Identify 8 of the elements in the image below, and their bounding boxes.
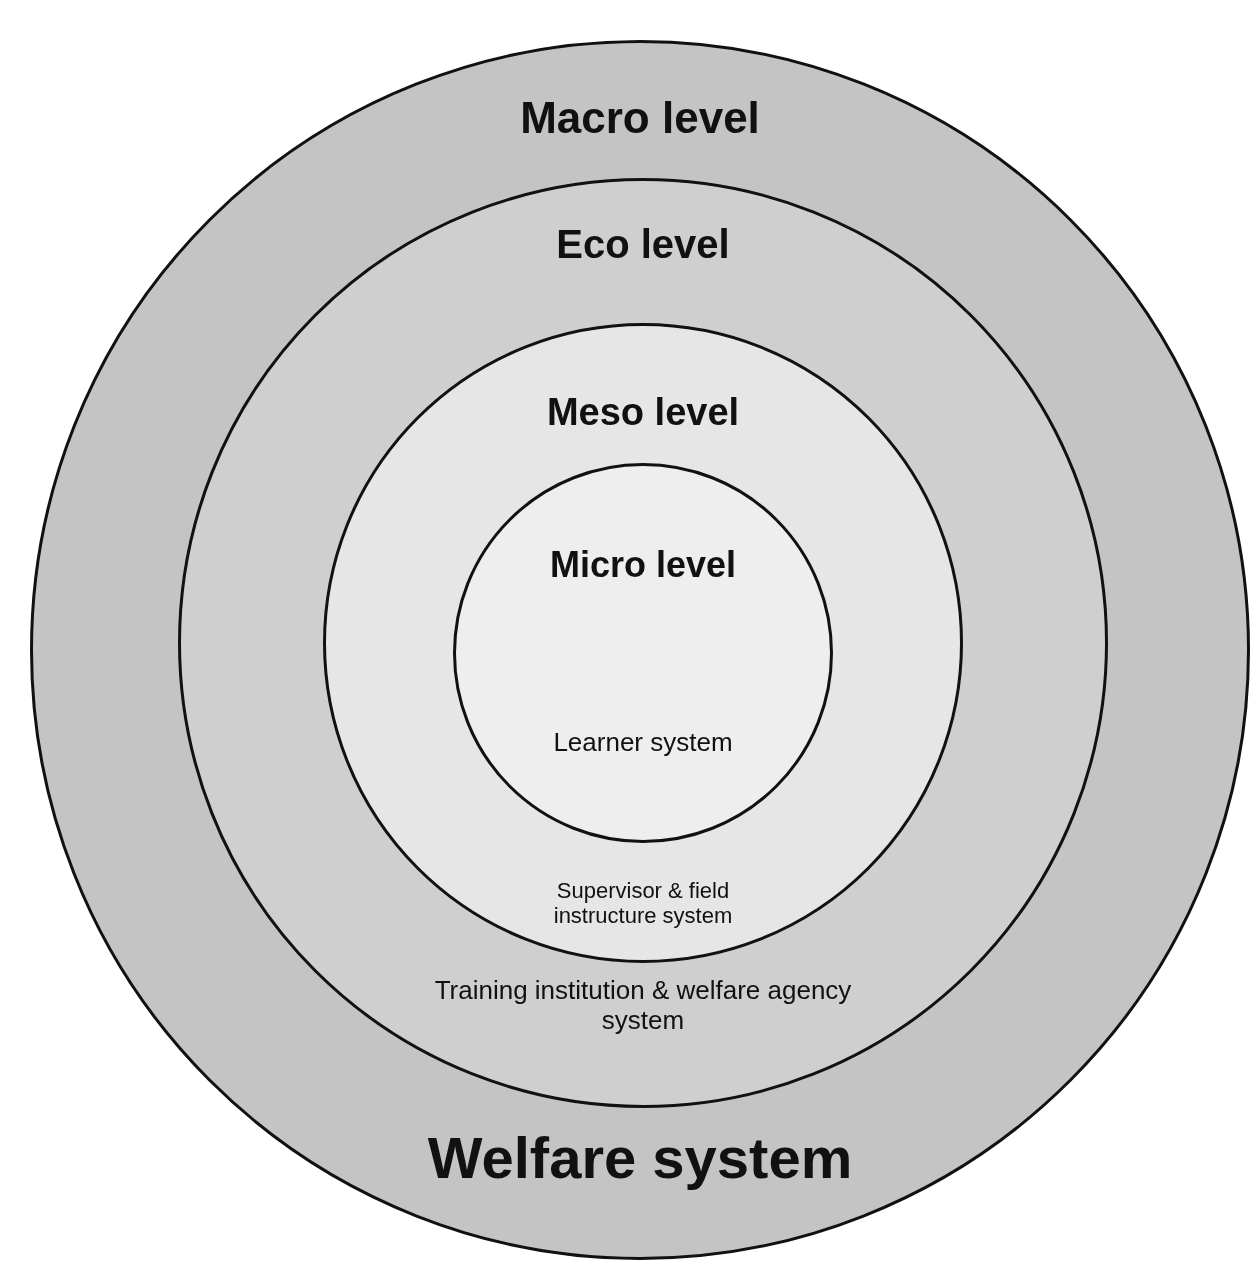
system-label: Supervisor & field instructure system <box>552 878 734 929</box>
system-label: Training institution & welfare agency system <box>433 976 853 1036</box>
level-heading: Macro level <box>519 93 761 144</box>
level-heading: Meso level <box>545 391 741 435</box>
level-heading: Eco level <box>555 221 731 267</box>
system-label: Welfare system <box>426 1125 854 1192</box>
level-heading: Micro level <box>548 544 738 586</box>
system-label: Learner system <box>552 728 734 758</box>
